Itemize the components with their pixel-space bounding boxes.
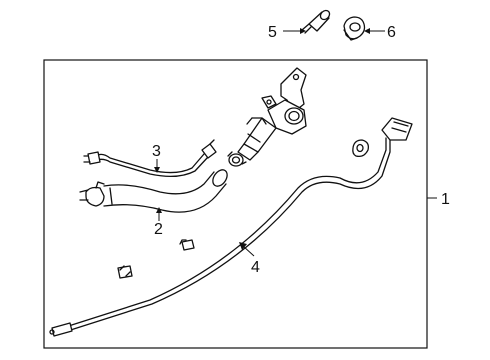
line-clip-2: [117, 265, 133, 279]
part-6-clip-nut: [343, 16, 366, 41]
line-clip-1: [179, 239, 195, 251]
callout-6-label: 6: [387, 24, 396, 41]
callout-6-arrow: [364, 28, 370, 34]
callout-4-arrow: [239, 242, 247, 250]
callout-3-arrow: [154, 167, 160, 173]
part-4-fuel-line: [49, 117, 413, 337]
callout-2-label: 2: [154, 221, 163, 238]
callout-5-label: 5: [268, 24, 277, 41]
assembly-frame: [43, 59, 428, 349]
callout-3-label: 3: [152, 143, 161, 160]
hose-clamp-upper: [227, 151, 247, 167]
callout-4-leader: [242, 245, 255, 257]
callout-5-arrow: [300, 28, 306, 34]
part-2-filler-hose: [79, 169, 228, 213]
part-5-push-pin: [301, 9, 331, 34]
callout-1-label: 1: [441, 191, 450, 208]
filler-neck-housing: [237, 67, 307, 161]
callout-4-label: 4: [251, 259, 260, 276]
callout-2-arrow: [156, 207, 162, 213]
part-3-vent-line: [83, 139, 217, 178]
